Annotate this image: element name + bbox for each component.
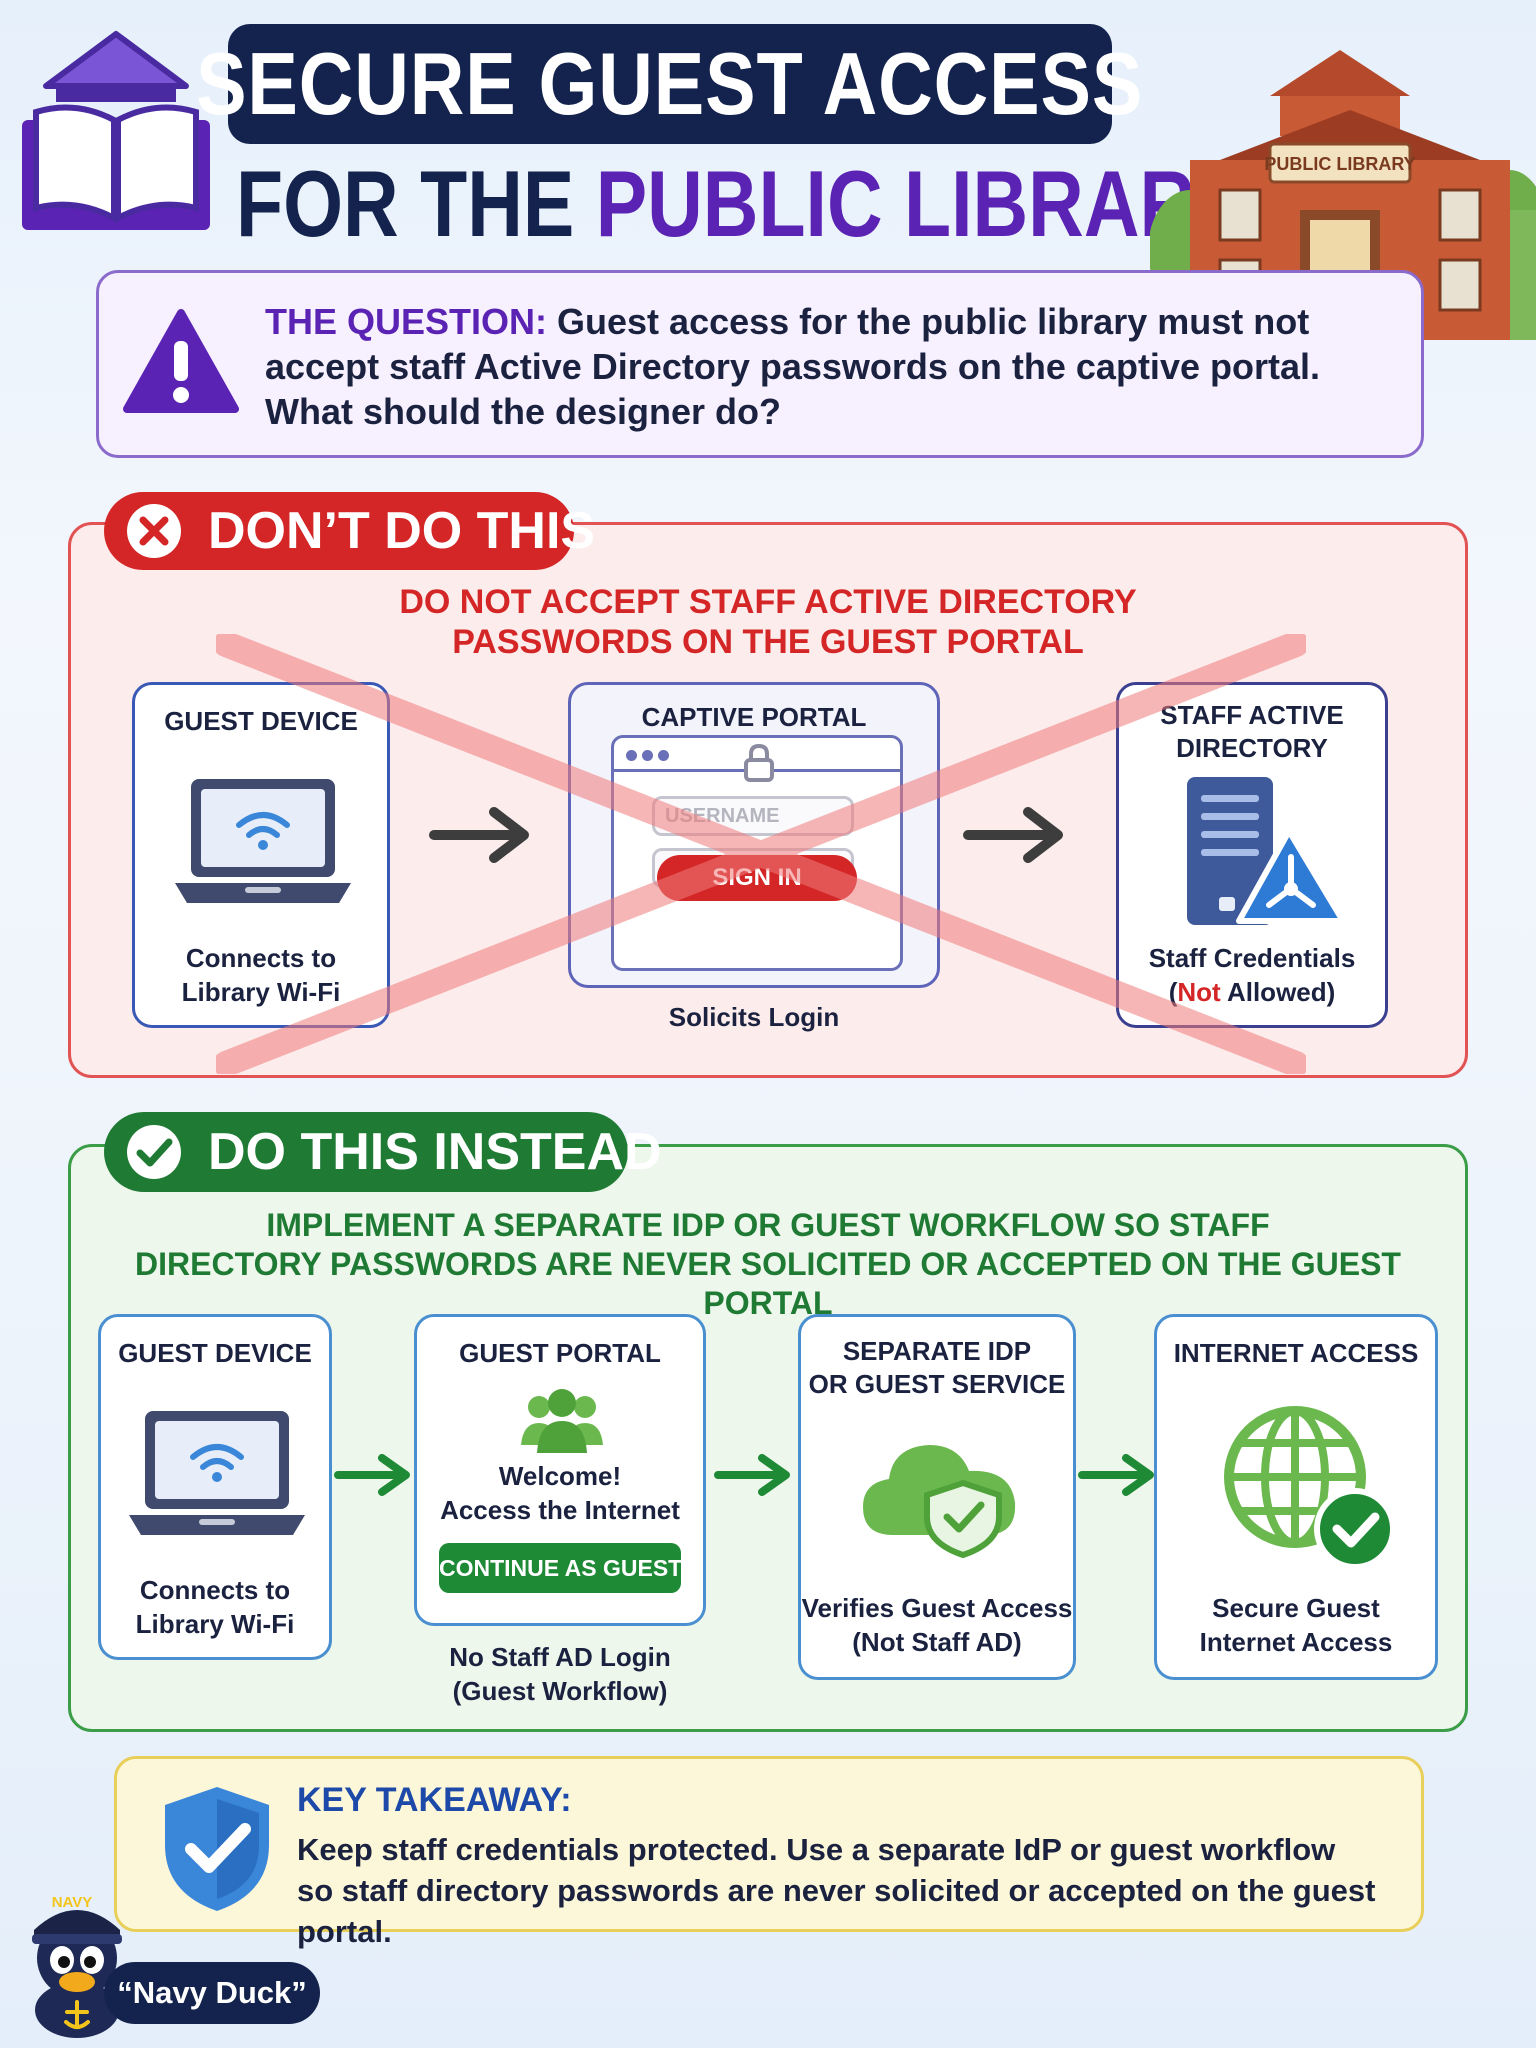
do-internet-access-card: INTERNET ACCESS Secure Guest Internet Ac… <box>1154 1314 1438 1680</box>
title-line: DIRECTORY <box>1176 733 1328 763</box>
arrow-right-icon <box>1078 1454 1154 1496</box>
caption-line: Library Wi-Fi <box>135 1609 295 1639</box>
do-headline-line2: DIRECTORY PASSWORDS ARE NEVER SOLICITED … <box>135 1246 1401 1321</box>
title-line: OR GUEST SERVICE <box>808 1369 1066 1399</box>
caption-not-word: Not <box>1177 977 1221 1007</box>
cloud-shield-icon <box>863 1445 1016 1559</box>
arrow-right-icon <box>963 807 1063 863</box>
do-internet-access-title: INTERNET ACCESS <box>1173 1338 1419 1368</box>
title-line: SEPARATE IDP <box>842 1336 1032 1366</box>
do-headline-line1: IMPLEMENT A SEPARATE IDP OR GUEST WORKFL… <box>266 1207 1270 1243</box>
do-internet-access-caption: Secure Guest Internet Access <box>1157 1591 1435 1659</box>
navy-duck-mascot <box>32 1910 122 2038</box>
arrow-right-icon <box>334 1454 410 1496</box>
caption-allowed-word: Allowed) <box>1220 977 1336 1007</box>
do-guest-device-card: GUEST DEVICE Connects to Library Wi-Fi <box>98 1314 332 1660</box>
caption-line: Connects to <box>185 943 337 973</box>
dont-headline-line1: DO NOT ACCEPT STAFF ACTIVE DIRECTORY <box>399 583 1137 621</box>
caption-line: Secure Guest <box>1212 1593 1380 1623</box>
dont-captive-portal-caption: Solicits Login <box>668 1002 840 1032</box>
do-badge: DO THIS INSTEAD <box>104 1112 662 1192</box>
check-circle-icon <box>127 1125 181 1179</box>
key-takeaway-box: KEY TAKEAWAY: Keep staff credentials pro… <box>114 1756 1424 1949</box>
mascot-name-tag: “Navy Duck” <box>104 1962 320 2024</box>
question-text: THE QUESTION: Guest access for the publi… <box>265 299 1395 434</box>
do-separate-idp-title: SEPARATE IDP OR GUEST SERVICE <box>801 1335 1073 1401</box>
page-title-line2-part2: PUBLIC LIBRARY <box>595 151 1244 256</box>
do-separate-idp-card: SEPARATE IDP OR GUEST SERVICE Verifies G… <box>798 1314 1076 1680</box>
key-takeaway-label: KEY TAKEAWAY: <box>297 1781 572 1819</box>
dont-staff-directory-title: STAFF ACTIVE DIRECTORY <box>1119 699 1385 765</box>
question-box: THE QUESTION: Guest access for the publi… <box>96 270 1424 458</box>
users-group-icon <box>521 1389 603 1453</box>
dont-headline-line2: PASSWORDS ON THE GUEST PORTAL <box>452 623 1084 661</box>
caption-line: No Staff AD Login <box>449 1642 671 1672</box>
shield-check-icon <box>165 1787 269 1911</box>
caption-line: Staff Credentials <box>1148 943 1356 973</box>
do-badge-label: DO THIS INSTEAD <box>208 1123 662 1181</box>
arrow-right-icon <box>714 1454 790 1496</box>
do-separate-idp-caption: Verifies Guest Access (Not Staff AD) <box>801 1591 1073 1659</box>
mascot-cap-text: NAVY <box>51 1894 93 1911</box>
dont-guest-device-card: GUEST DEVICE Connects to Library Wi-Fi <box>132 682 390 1028</box>
dont-captive-portal-title: CAPTIVE PORTAL <box>641 702 867 732</box>
login-browser-mockup: USERNAME PASSWORD <box>611 735 903 971</box>
dont-staff-directory-caption: Staff Credentials (Not Allowed) <box>1119 941 1385 1009</box>
do-guest-device-title: GUEST DEVICE <box>118 1338 312 1368</box>
title-line: STAFF ACTIVE <box>1160 700 1344 730</box>
laptop-wifi-icon <box>129 1411 305 1535</box>
continue-as-guest-button[interactable]: CONTINUE AS GUEST <box>439 1543 682 1593</box>
do-guest-portal-card: GUEST PORTAL Welcome! Access the Interne… <box>414 1314 706 1626</box>
window-dot <box>626 750 637 761</box>
laptop-wifi-icon <box>175 779 351 903</box>
arrow-right-icon <box>429 807 529 863</box>
window-dot <box>642 750 653 761</box>
page-title-line2: FOR THE PUBLIC LIBRARY <box>236 150 1244 260</box>
dont-guest-device-caption: Connects to Library Wi-Fi <box>135 941 387 1009</box>
caption-line: Library Wi-Fi <box>181 977 341 1007</box>
do-guest-device-caption: Connects to Library Wi-Fi <box>101 1573 329 1641</box>
title-banner: SECURE GUEST ACCESS <box>196 24 1143 144</box>
do-guest-portal-caption: No Staff AD Login (Guest Workflow) <box>414 1640 706 1708</box>
do-guest-portal-title: GUEST PORTAL <box>459 1338 661 1368</box>
window-dot <box>658 750 669 761</box>
library-book-logo-icon <box>22 31 210 230</box>
globe-check-icon <box>1224 1406 1396 1570</box>
dont-headline: DO NOT ACCEPT STAFF ACTIVE DIRECTORY PAS… <box>68 582 1468 662</box>
welcome-line: Welcome! <box>498 1461 622 1491</box>
takeaway-line: Keep staff credentials protected. Use a … <box>297 1832 1336 1867</box>
do-headline: IMPLEMENT A SEPARATE IDP OR GUEST WORKFL… <box>68 1206 1468 1323</box>
directory-server-icon <box>1187 777 1346 925</box>
dont-guest-device-title: GUEST DEVICE <box>164 706 358 736</box>
caption-line: (Not Staff AD) <box>852 1627 1022 1657</box>
caption-line: Internet Access <box>1199 1627 1393 1657</box>
sign-in-button[interactable]: SIGN IN <box>657 855 857 901</box>
caption-line: Verifies Guest Access <box>801 1593 1073 1623</box>
dont-staff-directory-card: STAFF ACTIVE DIRECTORY Staff Credentials… <box>1116 682 1388 1028</box>
key-takeaway-text: Keep staff credentials protected. Use a … <box>297 1829 1407 1952</box>
takeaway-line: so staff directory passwords are never s… <box>297 1873 1376 1949</box>
question-label: THE QUESTION: <box>265 301 548 342</box>
caption-line: (Guest Workflow) <box>452 1676 668 1706</box>
lock-icon <box>744 743 774 782</box>
caption-line-not-allowed: (Not Allowed) <box>1119 975 1385 1009</box>
username-input[interactable]: USERNAME <box>652 796 854 836</box>
caption-line: Connects to <box>139 1575 291 1605</box>
dont-badge-label: DON’T DO THIS <box>208 502 596 560</box>
guest-portal-welcome: Welcome! Access the Internet <box>417 1459 703 1527</box>
page-title-line1: SECURE GUEST ACCESS <box>196 34 1144 133</box>
question-body: Guest access for the public library must… <box>265 301 1320 432</box>
building-sign-text: PUBLIC LIBRARY <box>1264 154 1415 174</box>
welcome-line: Access the Internet <box>440 1495 680 1525</box>
warning-icon <box>123 309 239 413</box>
dont-badge: DON’T DO THIS <box>104 492 595 570</box>
page-title-line2-part1: FOR THE <box>236 151 596 256</box>
dont-captive-portal-card: CAPTIVE PORTAL USERNAME PASSWORD SIGN IN <box>568 682 940 988</box>
x-circle-icon <box>127 504 181 558</box>
